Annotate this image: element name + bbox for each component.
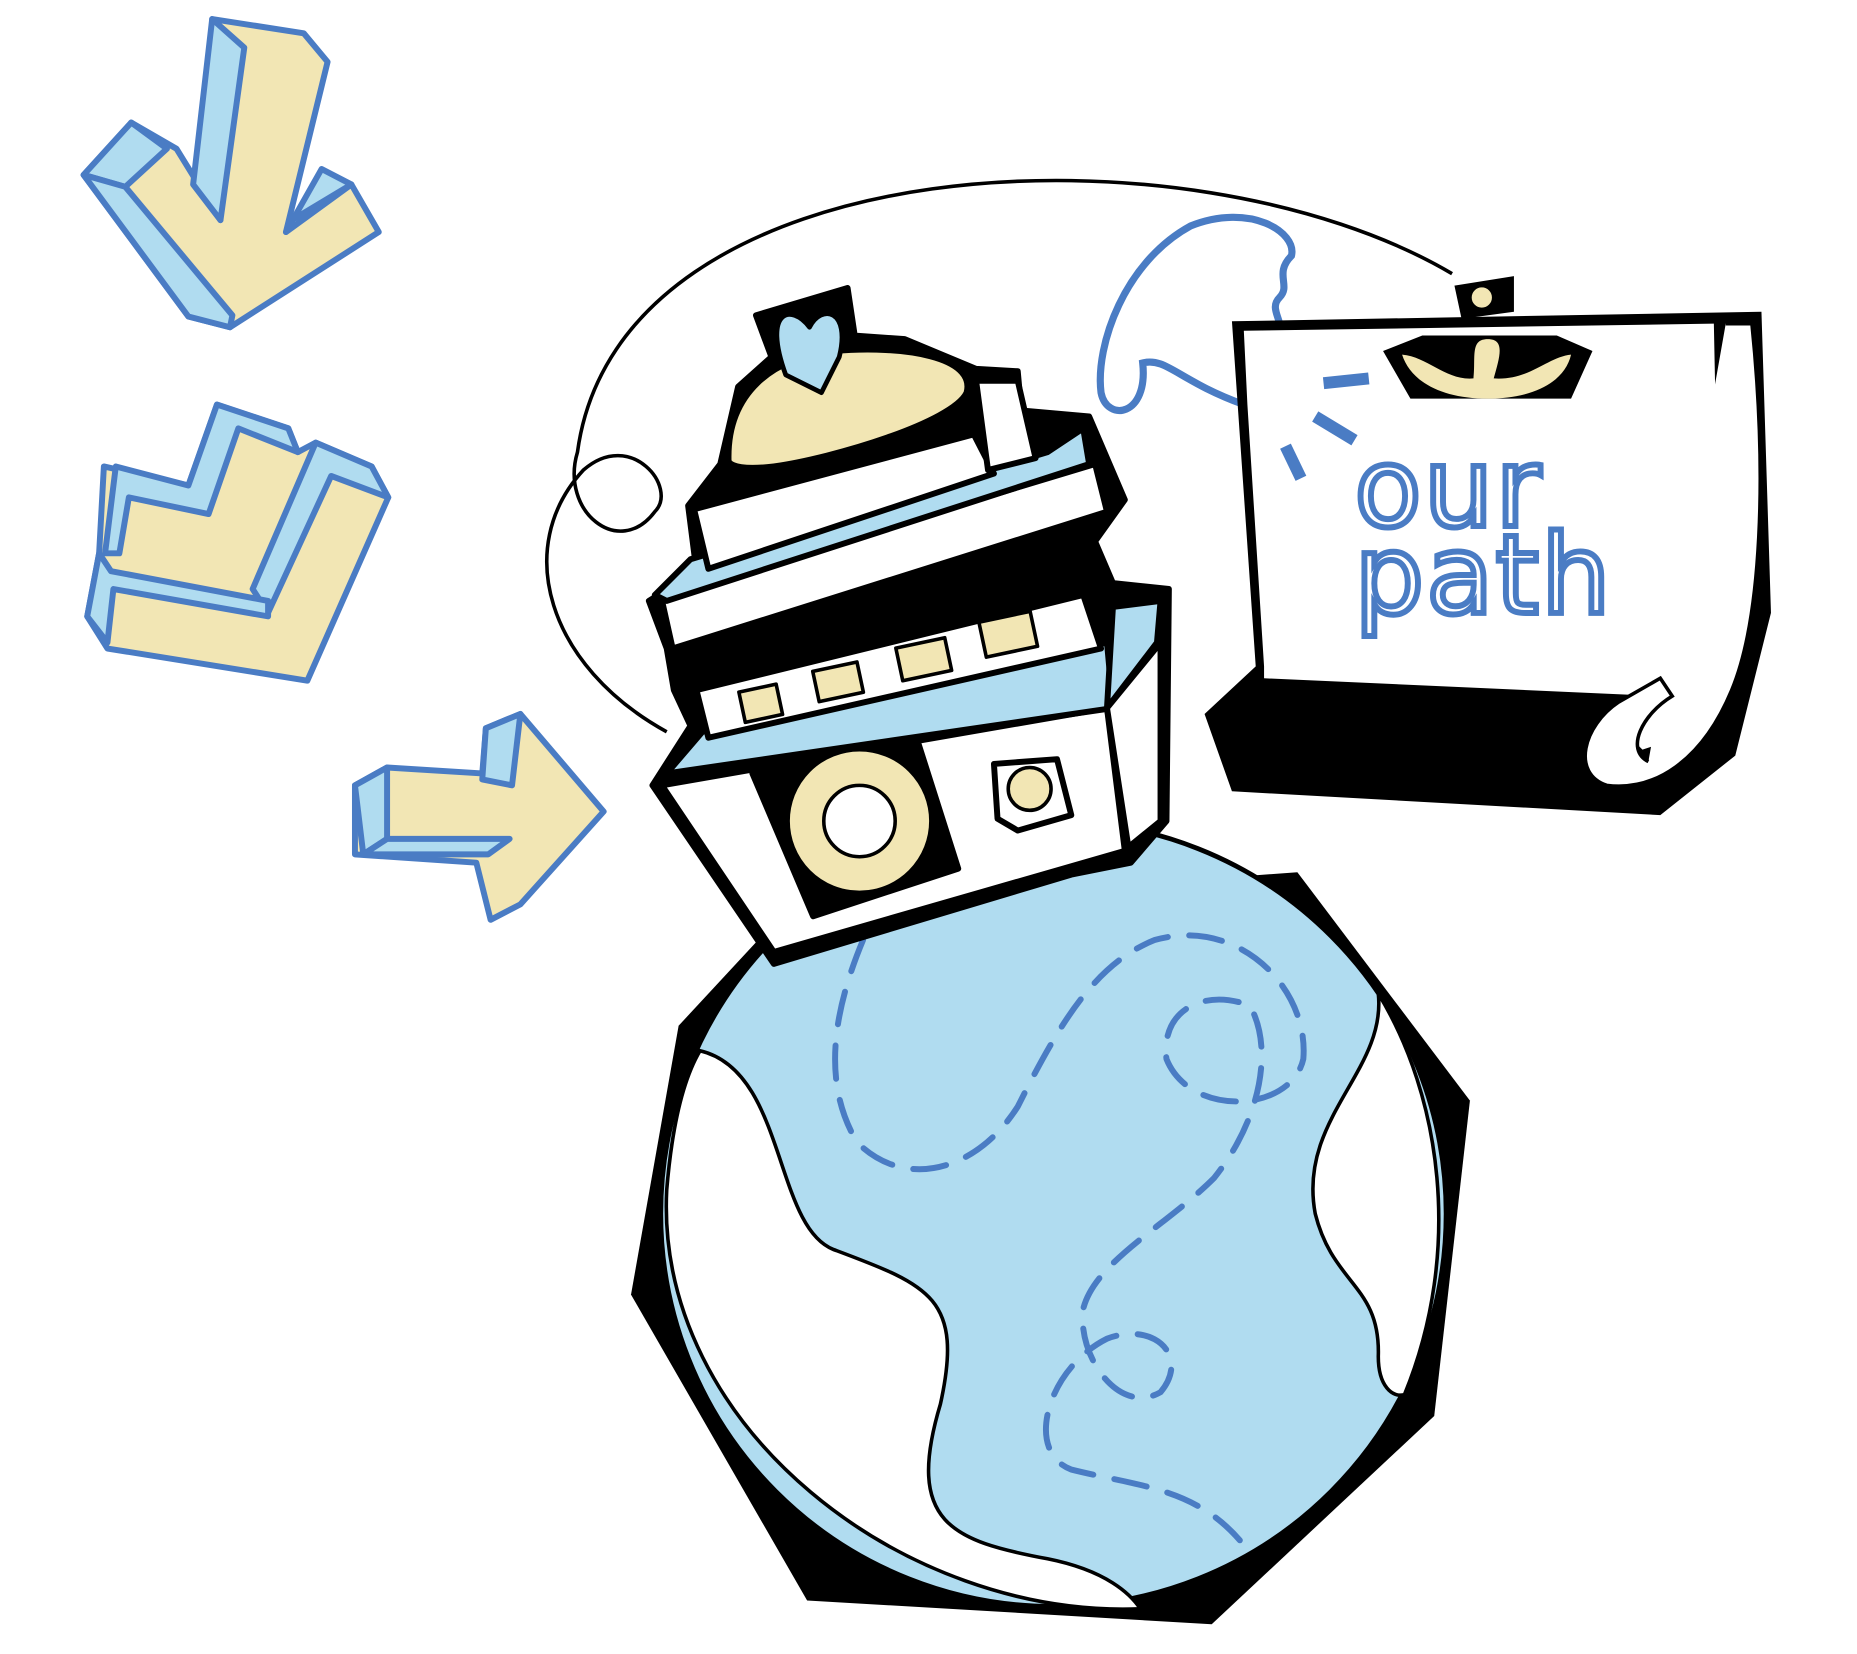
checkmark-arrow-icon [84,401,392,684]
globe [631,818,1470,1625]
sign-text-our: our [1354,424,1543,552]
string [545,178,1453,734]
sign-text-path: path [1354,511,1612,639]
sign-scroll: our path [1204,276,1771,816]
hanger-clip-icon [1383,276,1593,399]
arrow-right-icon [351,710,607,923]
dashed-route [832,932,1307,1556]
spark-lines-icon [1280,372,1370,481]
building [645,284,1172,967]
arrow-down-left-icon [80,16,382,331]
